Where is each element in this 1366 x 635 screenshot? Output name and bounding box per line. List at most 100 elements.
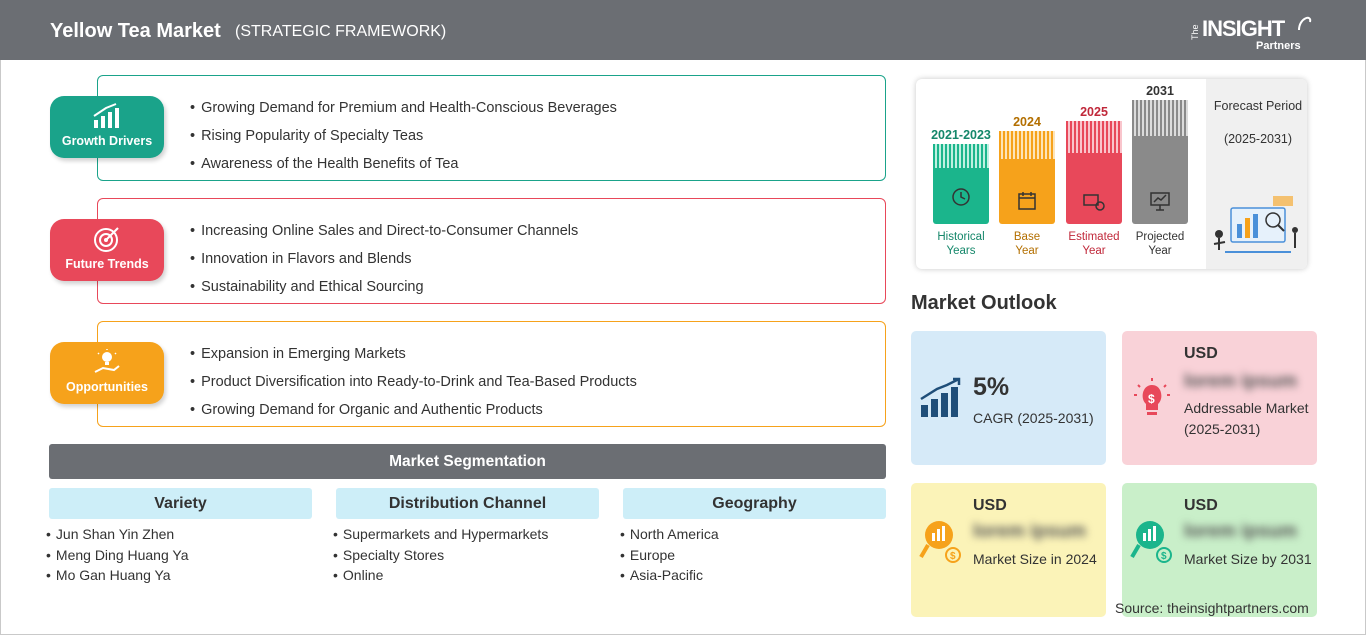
future-trend-item: Sustainability and Ethical Sourcing	[190, 273, 578, 301]
segment-distribution-list: Supermarkets and Hypermarkets Specialty …	[333, 524, 548, 586]
market-size-2031-tile: $ USD lorem ipsum Market Size by 2031	[1122, 483, 1317, 617]
logo-insight-text: INSIGHT	[1202, 16, 1285, 41]
growth-drivers-label: Growth Drivers	[61, 134, 153, 148]
segment-distribution-heading: Distribution Channel	[336, 488, 599, 519]
list-item: Mo Gan Huang Ya	[46, 565, 188, 586]
list-item: Meng Ding Huang Ya	[46, 545, 189, 566]
list-item: Specialty Stores	[333, 545, 548, 566]
analytics-illustration-icon	[1213, 196, 1298, 253]
size-2031-label: Market Size by 2031	[1184, 551, 1312, 567]
caption-line: Historical	[937, 231, 985, 243]
segment-geography-heading: Geography	[623, 488, 886, 519]
logo-partners-text: Partners	[1256, 40, 1301, 52]
segment-variety-heading: Variety	[49, 488, 312, 519]
market-segmentation-header: Market Segmentation	[49, 444, 886, 479]
projected-caption: Projected Year	[1122, 230, 1198, 258]
presentation-icon	[1150, 192, 1170, 211]
insight-partners-logo[interactable]: The INSIGHT Partners	[1190, 10, 1320, 54]
addressable-currency: USD	[1184, 345, 1218, 362]
opportunities-card: Expansion in Emerging Markets Product Di…	[97, 321, 886, 427]
svg-text:$: $	[1161, 551, 1167, 562]
svg-text:$: $	[1148, 392, 1155, 406]
caption-line: Years	[946, 245, 976, 257]
list-item: Asia-Pacific	[620, 565, 719, 586]
cagr-label: CAGR (2025-2031)	[973, 410, 1094, 426]
logo-the-text: The	[1190, 24, 1200, 40]
market-outlook-title: Market Outlook	[911, 292, 1057, 314]
magnifier-chart-icon: $	[919, 521, 961, 563]
future-trend-item: Increasing Online Sales and Direct-to-Co…	[190, 217, 578, 245]
historical-year-label: 2021-2023	[931, 128, 991, 142]
opportunity-item: Product Diversification into Ready-to-Dr…	[190, 368, 637, 396]
caption-line: Year	[1015, 245, 1039, 257]
page-title: Yellow Tea Market	[50, 20, 221, 42]
future-trend-item: Innovation in Flavors and Blends	[190, 245, 578, 273]
caption-line: Estimated	[1068, 231, 1120, 243]
size-2024-currency: USD	[973, 497, 1007, 514]
caption-line: Base	[1013, 231, 1041, 243]
forecast-period-label: Forecast Period	[1213, 99, 1303, 113]
addressable-label: Addressable Market (2025-2031)	[1184, 400, 1309, 437]
size-2024-label: Market Size in 2024	[973, 551, 1097, 567]
magnifier-chart-icon: $	[1130, 521, 1172, 563]
growth-driver-item: Awareness of the Health Benefits of Tea	[190, 150, 617, 178]
cagr-value: 5%	[973, 373, 1010, 401]
market-size-2024-tile: $ USD lorem ipsum Market Size in 2024	[911, 483, 1106, 617]
timeline-panel: 2021-2023 Historical Years 2024 Base Yea…	[916, 79, 1307, 269]
size-2031-currency: USD	[1184, 497, 1218, 514]
projected-year-bar	[1132, 100, 1188, 224]
future-trends-card: Increasing Online Sales and Direct-to-Co…	[97, 198, 886, 304]
bar-body	[1066, 153, 1122, 224]
size-2024-value-blurred: lorem ipsum	[973, 521, 1086, 542]
bar-stripe	[1132, 100, 1188, 136]
future-trends-badge: Future Trends	[50, 219, 164, 281]
projected-year-label: 2031	[1146, 84, 1174, 98]
caption-line: Year	[1148, 245, 1172, 257]
bar-body	[999, 159, 1055, 224]
opportunity-item: Growing Demand for Organic and Authentic…	[190, 396, 637, 424]
forecast-period-range: (2025-2031)	[1223, 132, 1293, 146]
base-year-bar	[999, 131, 1055, 224]
svg-text:$: $	[950, 551, 956, 562]
estimate-icon	[1083, 194, 1105, 211]
lightbulb-dollar-icon: $	[1134, 378, 1170, 415]
page-subtitle: (STRATEGIC FRAMEWORK)	[235, 23, 447, 40]
segment-variety-list: Jun Shan Yin Zhen Meng Ding Huang Ya Mo …	[46, 524, 189, 586]
opportunities-label: Opportunities	[66, 380, 148, 394]
growth-chart-icon	[920, 377, 961, 417]
future-trends-label: Future Trends	[65, 257, 149, 271]
bar-stripe	[933, 144, 989, 168]
base-year-label: 2024	[1013, 115, 1041, 129]
list-item: Online	[333, 565, 548, 586]
list-item: Supermarkets and Hypermarkets	[333, 524, 548, 545]
cagr-tile: 5% CAGR (2025-2031)	[911, 331, 1106, 465]
calendar-icon	[1018, 192, 1036, 210]
size-2031-value-blurred: lorem ipsum	[1184, 521, 1297, 542]
historical-years-bar	[933, 144, 989, 224]
list-item: Jun Shan Yin Zhen	[46, 524, 188, 545]
segment-geography-list: North America Europe Asia-Pacific	[620, 524, 719, 586]
logo-arc-icon	[1298, 16, 1312, 31]
bar-stripe	[999, 131, 1055, 159]
bar-stripe	[1066, 121, 1122, 153]
base-caption: Base Year	[989, 230, 1065, 258]
opportunities-badge: Opportunities	[50, 342, 164, 404]
historical-caption: Historical Years	[920, 230, 1002, 258]
addressable-value-blurred: lorem ipsum	[1184, 371, 1297, 392]
growth-drivers-card: Growing Demand for Premium and Health-Co…	[97, 75, 886, 181]
growth-driver-item: Rising Popularity of Specialty Teas	[190, 122, 617, 150]
caption-line: Projected	[1135, 231, 1185, 243]
list-item: Europe	[620, 545, 719, 566]
idea-hand-icon	[94, 349, 120, 373]
target-icon	[94, 227, 119, 252]
growth-drivers-badge: Growth Drivers	[50, 96, 164, 158]
growth-driver-item: Growing Demand for Premium and Health-Co…	[190, 94, 617, 122]
addressable-market-tile: $ USD lorem ipsum Addressable Market (20…	[1122, 331, 1317, 465]
list-item: North America	[620, 524, 719, 545]
growth-chart-icon	[93, 103, 119, 128]
caption-line: Year	[1082, 245, 1106, 257]
estimated-year-bar	[1066, 121, 1122, 224]
opportunity-item: Expansion in Emerging Markets	[190, 340, 637, 368]
estimated-caption: Estimated Year	[1056, 230, 1132, 258]
source-link[interactable]: Source: theinsightpartners.com	[1115, 600, 1309, 616]
